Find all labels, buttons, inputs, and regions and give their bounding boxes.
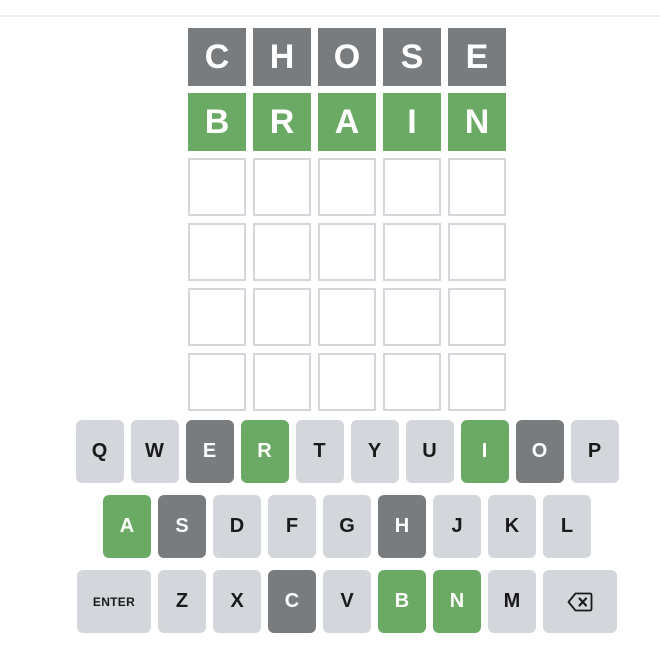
key-v[interactable]: V [323, 570, 371, 633]
board-tile [188, 223, 246, 281]
board-tile [383, 223, 441, 281]
key-y[interactable]: Y [350, 420, 399, 483]
key-m[interactable]: M [488, 570, 536, 633]
key-h[interactable]: H [378, 495, 426, 558]
board-tile [253, 158, 311, 216]
key-j[interactable]: J [433, 495, 481, 558]
key-l[interactable]: L [543, 495, 591, 558]
board-tile: B [188, 93, 246, 151]
board-tile: H [253, 28, 311, 86]
board-tile [383, 158, 441, 216]
key-x[interactable]: X [213, 570, 261, 633]
board-tile [253, 288, 311, 346]
board-tile [448, 353, 506, 411]
key-n[interactable]: N [433, 570, 481, 633]
board-tile [318, 223, 376, 281]
key-b[interactable]: B [378, 570, 426, 633]
board-tile [188, 158, 246, 216]
key-w[interactable]: W [130, 420, 179, 483]
board-tile [318, 158, 376, 216]
board-tile [448, 223, 506, 281]
board-tile: S [383, 28, 441, 86]
header-divider [0, 15, 660, 17]
key-e[interactable]: E [185, 420, 234, 483]
key-d[interactable]: D [213, 495, 261, 558]
key-r[interactable]: R [240, 420, 289, 483]
key-i[interactable]: I [460, 420, 509, 483]
board-tile [253, 223, 311, 281]
key-z[interactable]: Z [158, 570, 206, 633]
backspace-key[interactable] [543, 570, 617, 633]
board-tile [318, 288, 376, 346]
board-tile [448, 288, 506, 346]
board-tile [448, 158, 506, 216]
key-t[interactable]: T [295, 420, 344, 483]
enter-key[interactable]: ENTER [77, 570, 151, 633]
board-tile [188, 353, 246, 411]
board-tile: E [448, 28, 506, 86]
key-o[interactable]: O [515, 420, 564, 483]
key-f[interactable]: F [268, 495, 316, 558]
board-tile [253, 353, 311, 411]
board-tile: A [318, 93, 376, 151]
board-tile: I [383, 93, 441, 151]
key-u[interactable]: U [405, 420, 454, 483]
board-row [188, 158, 506, 216]
key-g[interactable]: G [323, 495, 371, 558]
key-p[interactable]: P [570, 420, 619, 483]
key-s[interactable]: S [158, 495, 206, 558]
board-tile: O [318, 28, 376, 86]
board-tile [188, 288, 246, 346]
board-row [188, 353, 506, 411]
board-row [188, 288, 506, 346]
key-a[interactable]: A [103, 495, 151, 558]
backspace-icon [567, 592, 593, 612]
key-c[interactable]: C [268, 570, 316, 633]
key-k[interactable]: K [488, 495, 536, 558]
board-tile [383, 288, 441, 346]
key-q[interactable]: Q [75, 420, 124, 483]
board-tile [318, 353, 376, 411]
board-row [188, 223, 506, 281]
board-tile: N [448, 93, 506, 151]
board-tile: R [253, 93, 311, 151]
board-tile: C [188, 28, 246, 86]
board-tile [383, 353, 441, 411]
